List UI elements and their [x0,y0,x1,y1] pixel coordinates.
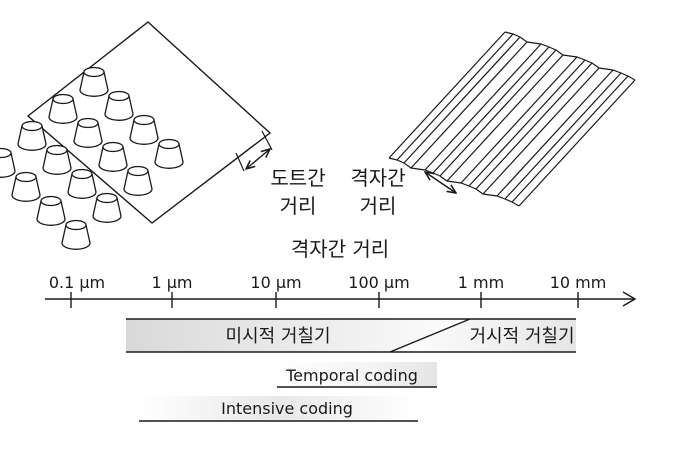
dot-bumps [0,66,184,250]
temporal-coding-band: Temporal coding [277,362,437,388]
axis-tick-label-2: 10 µm [250,273,301,292]
band-divider [389,318,471,353]
dot-bump [104,90,134,121]
axis-tick-label-4: 1 mm [458,273,504,292]
intensive-coding-band: Intensive coding [139,396,418,422]
grating-ridge-line [496,69,614,197]
grating-ridge-line [468,59,586,187]
axis-tick-label-0: 0.1 µm [49,273,105,292]
grating-ridge-line [482,67,600,195]
roughness-bands: 미시적 거칠기 거시적 거칠기 [126,318,576,353]
temporal-coding-shade [277,362,437,387]
axis-ticks [70,292,579,308]
grating-spacing-label-line1: 격자간 [350,166,405,190]
dot-bump [48,93,78,124]
axis-tick-label-5: 10 mm [550,273,607,292]
dot-bump [11,171,41,202]
dot-bump [0,147,16,178]
dot-bump [79,66,109,97]
dot-bump [92,192,122,223]
macro-roughness-label: 거시적 거칠기 [469,326,574,347]
grating-ridge-line [518,79,636,207]
grating-ridge-line [439,49,557,177]
micro-roughness-label: 미시적 거칠기 [225,326,330,347]
dot-bump [42,144,72,175]
dot-bump [36,195,66,226]
axis-tick-label-3: 100 µm [348,273,409,292]
dot-spacing-label-line2: 거리 [280,194,317,218]
axis-title: 격자간 거리 [291,237,389,261]
grating-ridge-line [410,41,528,169]
axis-tick-label-1: 1 µm [151,273,192,292]
micro-roughness-band [126,319,470,352]
grating-top-edge [504,31,636,81]
scale-axis-arrowhead [622,291,637,307]
dot-spacing-guide-2 [261,130,273,151]
intensive-coding-label: Intensive coding [221,399,353,418]
grating-ridge-line [396,33,514,161]
grating-ridge-line [432,46,550,174]
dot-surface-illustration [0,21,272,250]
dot-bump [67,168,97,199]
dot-bump [17,120,47,151]
dot-spacing-arrow [246,149,270,169]
dot-spacing-guide-1 [235,152,245,172]
grating-spacing-arrow [425,172,456,193]
dot-bump [154,138,184,169]
grating-ridge-line [424,43,542,171]
grating-ridge-line [475,62,593,190]
dot-bump [129,114,159,145]
grating-ridge-line [460,56,578,184]
dot-spacing-label-line1: 도트간 [270,166,325,190]
dot-bump [73,117,103,148]
grating-bottom-edge [388,157,520,207]
temporal-coding-label: Temporal coding [285,366,418,385]
grating-ridge-line [511,75,629,203]
grating-ridge-line [403,36,521,164]
grating-ridges [388,31,636,207]
grating-ridge-line [446,54,564,182]
grating-spacing-label-line2: 거리 [360,194,397,218]
grating-ridge-line [388,31,506,159]
axis-tick-labels: 0.1 µm 1 µm 10 µm 100 µm 1 mm 10 mm [49,273,606,292]
grating-surface-illustration [388,31,636,207]
intensive-coding-shade [139,396,418,421]
dot-bump [61,219,91,250]
dot-bump [98,141,128,172]
grating-ridge-line [504,72,622,200]
macro-roughness-band [390,319,576,352]
dot-bump [123,165,153,196]
